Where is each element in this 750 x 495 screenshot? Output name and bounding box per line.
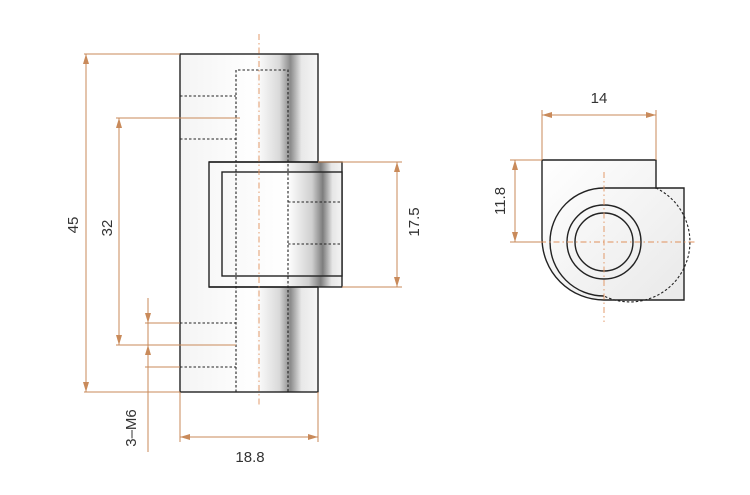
dimension-width: 18.8 — [179, 392, 319, 466]
dimension-side-height: 11.8 — [492, 159, 542, 243]
dimension-hole-spacing: 32 — [99, 117, 240, 346]
hidden-bore — [235, 69, 289, 392]
dimension-label-18-8: 18.8 — [235, 449, 264, 466]
front-view: 45 32 17.5 3–M6 — [65, 34, 423, 466]
dimension-label-45: 45 — [65, 217, 82, 234]
dimension-side-width: 14 — [541, 90, 657, 160]
dimension-overall-height: 45 — [65, 53, 180, 393]
knuckle-inner-edge — [221, 171, 343, 277]
thread-label-3-m6: 3–M6 — [123, 409, 140, 447]
dimension-label-11-8: 11.8 — [492, 187, 509, 215]
dimension-label-14: 14 — [591, 90, 608, 107]
dimension-label-32: 32 — [99, 220, 116, 237]
side-hidden-arc — [603, 187, 691, 303]
side-body-outline — [541, 159, 685, 301]
dimension-label-17-5: 17.5 — [406, 207, 423, 236]
dimension-knuckle-height: 17.5 — [318, 161, 423, 288]
side-view: 14 11.8 — [492, 90, 696, 322]
dimension-thread-callout: 3–M6 — [123, 298, 180, 452]
